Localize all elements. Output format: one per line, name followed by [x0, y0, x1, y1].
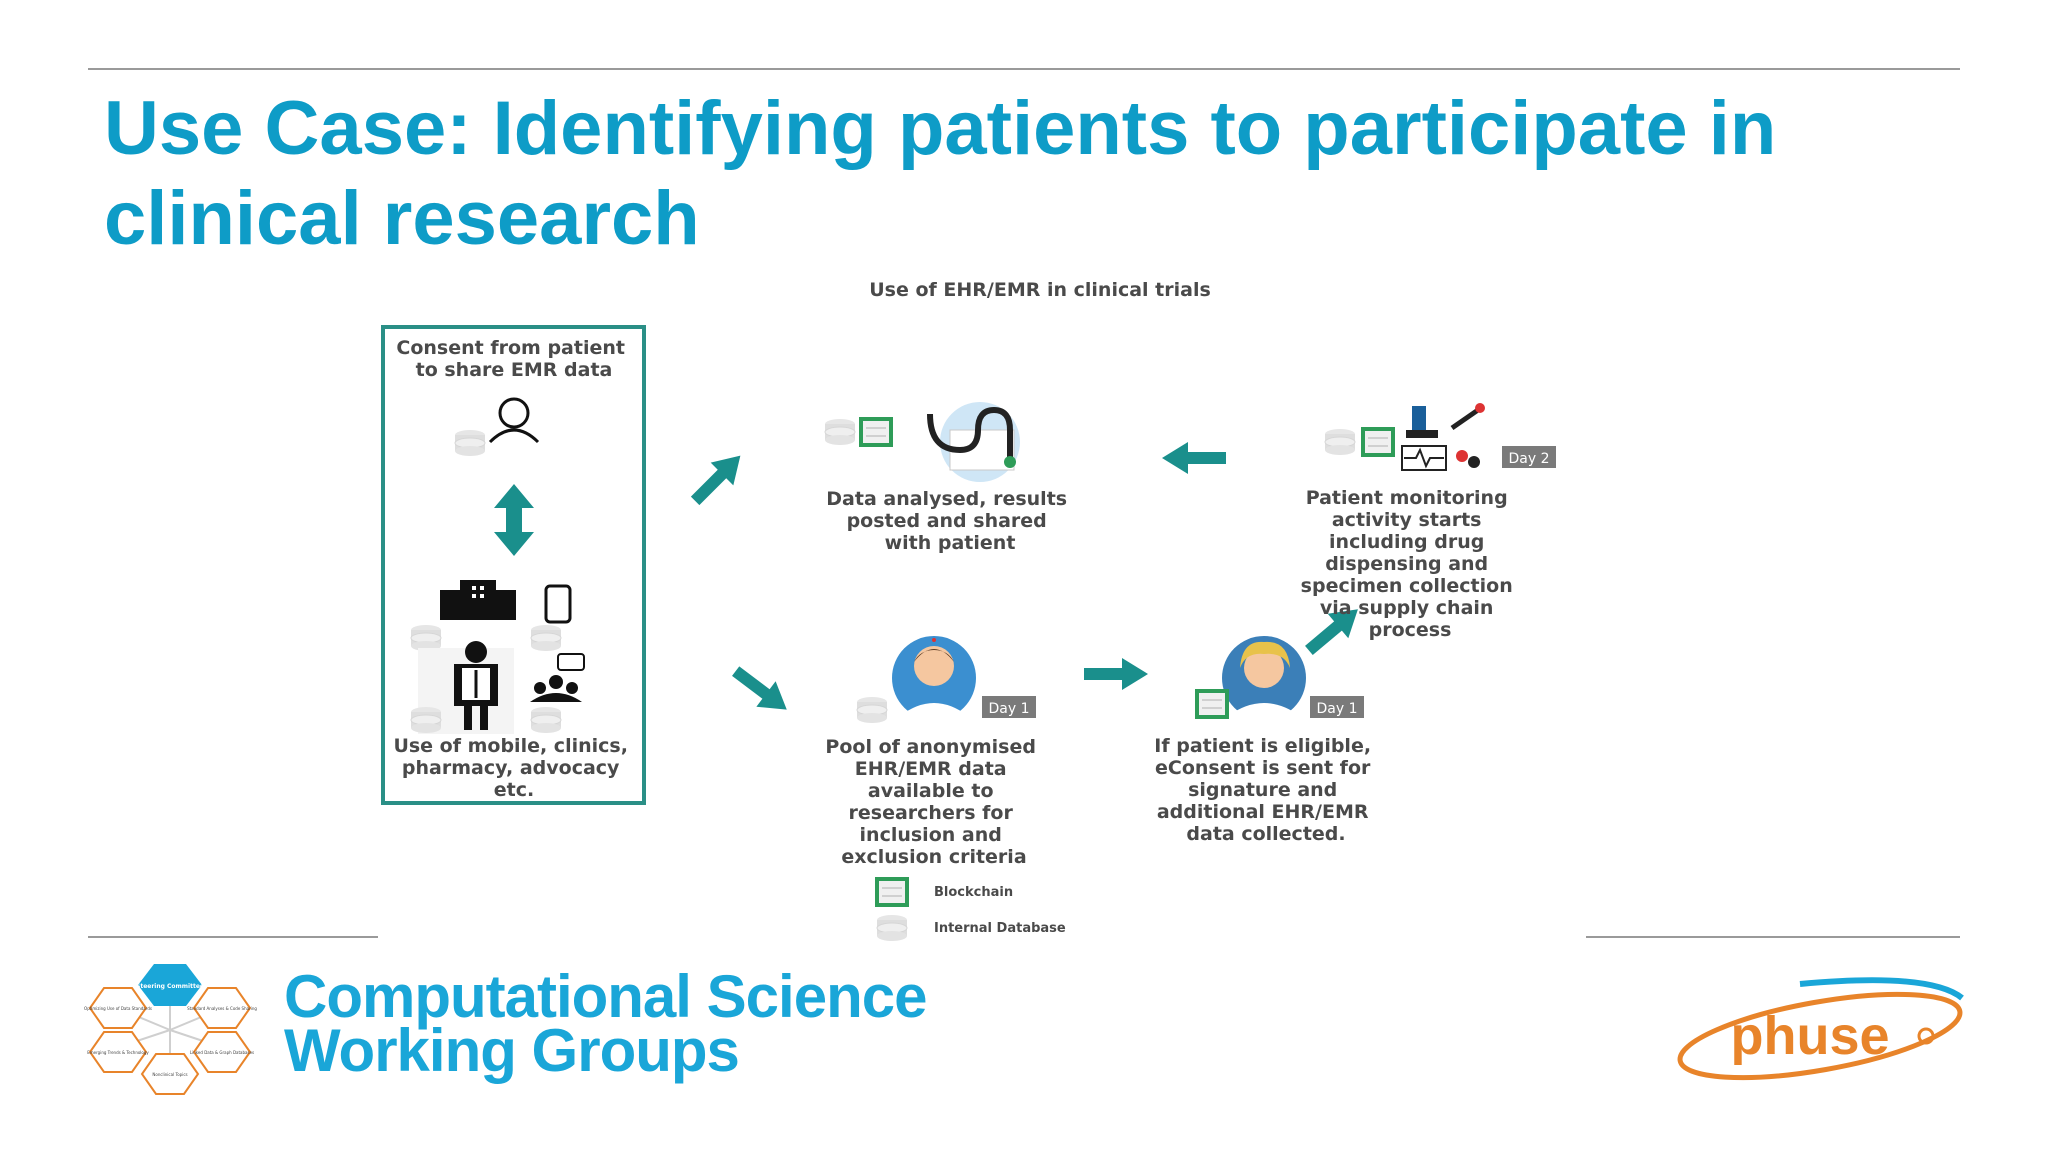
svg-text:Data analysed, results pos: Data analysed, results posted and shared…: [826, 488, 1073, 554]
internal-database-icon: [410, 706, 442, 734]
analysed-line1: Data analysed, results: [826, 488, 1067, 510]
legend-blockchain-label: Blockchain: [934, 885, 1013, 900]
footer-rule-right: [1586, 936, 1960, 938]
slide-title-line2: clinical research: [104, 176, 700, 261]
pool-line5: inclusion and: [860, 824, 1002, 846]
stethoscope-report-icon: [927, 402, 1020, 482]
monitoring-line2: activity starts: [1332, 509, 1482, 531]
monitoring-line3: including drug: [1329, 531, 1484, 553]
svg-text:If patient is eligible, eC: If patient is eligible, eConsent is sent…: [1154, 735, 1377, 845]
pool-line4: researchers for: [849, 802, 1014, 824]
footer-rule-left: [88, 936, 378, 938]
svg-text:Day 1: Day 1: [1316, 701, 1357, 717]
eligible-line5: data collected.: [1186, 823, 1345, 845]
double-arrow-icon: [494, 484, 534, 556]
working-groups-hex-logo: Steering Committee Optimizing Use of Dat…: [84, 964, 257, 1095]
arrow-to-pool: [726, 658, 797, 723]
blockchain-icon: [859, 417, 893, 447]
lab-equipment-icon: [1401, 403, 1485, 471]
doctor-avatar-icon: [892, 636, 976, 720]
monitoring-line6: via supply chain: [1320, 597, 1494, 619]
eligible-line2: eConsent is sent for: [1155, 757, 1371, 779]
hex-item-0: Optimizing Use of Data Standards: [84, 1006, 152, 1011]
svg-text:phuse: phuse: [1730, 1006, 1889, 1066]
eligible-line4: additional EHR/EMR: [1157, 801, 1369, 823]
nurse-avatar-icon: [1222, 636, 1306, 720]
hex-item-3: Nonclinical Topics: [152, 1072, 187, 1077]
internal-database-icon: [824, 418, 856, 446]
internal-database-icon: [410, 624, 442, 652]
advocacy-group-icon: [530, 653, 585, 702]
hospital-icon: [440, 580, 516, 620]
blockchain-icon: [1195, 689, 1229, 719]
pool-line6: exclusion criteria: [841, 846, 1026, 868]
computational-science-brand: Computational Science Working Groups: [284, 963, 927, 1084]
monitoring-line5: specimen collection: [1301, 575, 1513, 597]
analysed-line2: posted and shared: [847, 510, 1047, 532]
day2-badge: Day 2: [1502, 446, 1556, 468]
svg-text:Patient monitoring activit: Patient monitoring activity starts inclu…: [1301, 487, 1520, 641]
svg-text:Day 2: Day 2: [1508, 451, 1549, 467]
hex-item-1: Standard Analyses & Code Sharing: [187, 1006, 257, 1011]
internal-database-icon: [530, 706, 562, 734]
consent-top-line2: to share EMR data: [416, 359, 613, 381]
legend-internal-database-icon: [876, 914, 908, 942]
monitoring-line7: process: [1369, 619, 1452, 641]
monitoring-line1: Patient monitoring: [1306, 487, 1508, 509]
top-rule: [88, 68, 1960, 70]
hex-item-4: Emerging Trends & Technology: [87, 1050, 149, 1055]
analysed-line3: with patient: [885, 532, 1016, 554]
hex-item-2: Linked Data & Graph Databases: [190, 1050, 254, 1055]
mobile-phone-icon: [544, 584, 572, 624]
brand-line1: Computational Science: [284, 963, 927, 1030]
hex-steering-committee: Steering Committee: [136, 983, 204, 990]
internal-database-icon: [454, 429, 486, 457]
eligible-day1-badge: Day 1: [1310, 696, 1364, 718]
pool-line1: Pool of anonymised: [825, 736, 1036, 758]
arrow-to-eligible: [1084, 658, 1148, 690]
eligible-line3: signature and: [1188, 779, 1337, 801]
internal-database-icon: [530, 624, 562, 652]
consent-bottom-line3: etc.: [494, 779, 534, 801]
svg-text:Use of mobile, clinics, ph: Use of mobile, clinics, pharmacy, advoca…: [393, 735, 634, 801]
pool-line2: EHR/EMR data: [855, 758, 1007, 780]
svg-text:Day 1: Day 1: [988, 701, 1029, 717]
blockchain-icon: [1361, 427, 1395, 457]
arrow-to-analysed: [1162, 442, 1226, 474]
slide-title-line1: Use Case: Identifying patients to partic…: [104, 86, 1777, 171]
consent-bottom-line1: Use of mobile, clinics,: [393, 735, 628, 757]
pool-day1-badge: Day 1: [982, 696, 1036, 718]
pool-line3: available to: [868, 780, 994, 802]
eligible-line1: If patient is eligible,: [1154, 735, 1371, 757]
consent-bottom-line2: pharmacy, advocacy: [402, 757, 620, 779]
internal-database-icon: [856, 696, 888, 724]
legend-internal-db-label: Internal Database: [934, 921, 1066, 936]
svg-text:Consent from patient to sh: Consent from patient to share EMR data: [396, 337, 631, 381]
legend-blockchain-icon: [875, 877, 909, 907]
phuse-logo: phuse: [1677, 977, 1964, 1081]
svg-text:Pool of anonymised EHR/EMR: Pool of anonymised EHR/EMR data availabl…: [825, 736, 1042, 868]
arrow-to-consent: [683, 444, 752, 513]
internal-database-icon: [1324, 428, 1356, 456]
slide-title: Use Case: Identifying patients to partic…: [104, 84, 1944, 264]
diagram-heading: Use of EHR/EMR in clinical trials: [869, 279, 1211, 301]
consent-top-line1: Consent from patient: [396, 337, 625, 359]
brand-line2: Working Groups: [284, 1017, 740, 1084]
monitoring-line4: dispensing and: [1325, 553, 1488, 575]
person-icon: [488, 397, 540, 444]
